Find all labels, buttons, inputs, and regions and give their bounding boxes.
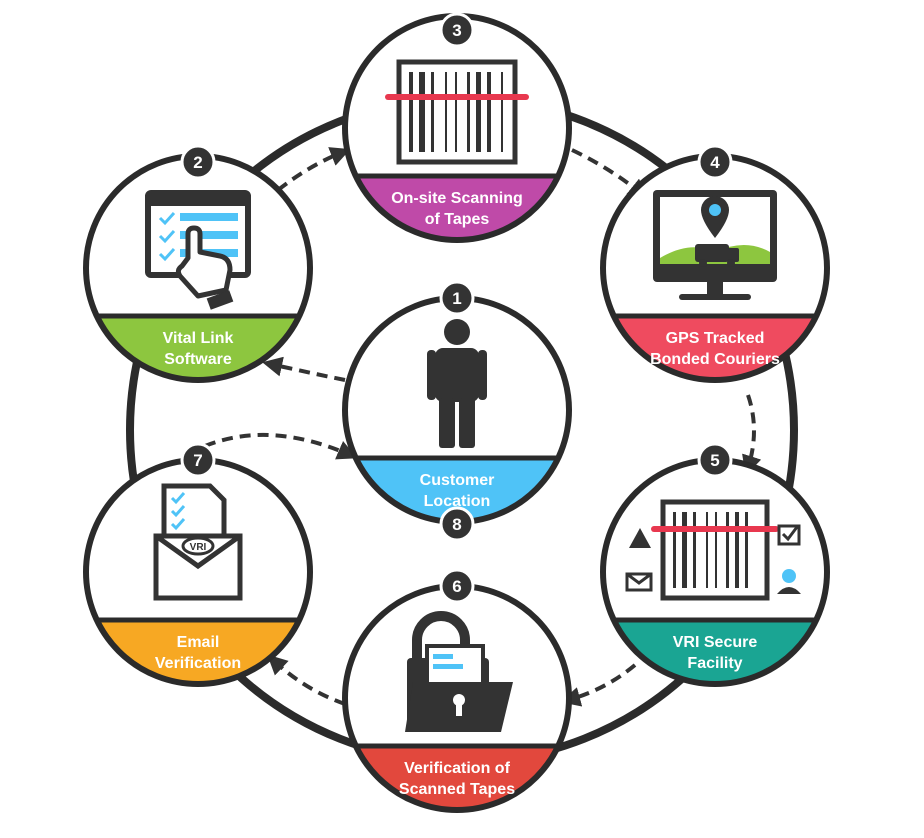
vri-logo-text: VRI [190, 542, 207, 553]
step-label-line: Location [424, 493, 491, 510]
step-number-badge: 1 [439, 280, 475, 316]
step-label: Verification of Scanned Tapes [399, 760, 515, 798]
step-scanning: On-site Scanning of Tapes 3 [342, 12, 572, 243]
step-number: 3 [452, 21, 461, 40]
step-label-line: GPS Tracked [666, 330, 765, 347]
facility-barcode-icon [625, 499, 801, 601]
step-number-end: 8 [452, 515, 461, 534]
step-label-line: On-site Scanning [391, 190, 523, 207]
step-label-line: Software [164, 351, 232, 368]
locked-folder-icon [405, 611, 513, 732]
person-icon [427, 319, 487, 448]
step-number: 4 [710, 153, 720, 172]
step-label-line: Vital Link [163, 330, 234, 347]
step-verifytapes: Verification of Scanned Tapes 6 [342, 568, 572, 813]
step-label: On-site Scanning of Tapes [391, 190, 523, 228]
gps-monitor-icon [653, 190, 777, 300]
step-label-line: Verification of [404, 760, 510, 777]
step-number-badge: 3 [439, 12, 475, 48]
barcode-scan-icon [385, 59, 529, 165]
arrow-gps-to-facility [742, 394, 762, 476]
arrow-customer-to-vitallink [262, 356, 346, 382]
step-label-line: Scanned Tapes [399, 781, 515, 798]
step-label-line: Customer [420, 472, 495, 489]
step-number-badge: 7 [180, 442, 216, 478]
email-envelope-icon [153, 483, 243, 601]
checklist-pointer-icon [145, 190, 251, 310]
step-label-line: Facility [687, 655, 742, 672]
step-number: 1 [452, 289, 461, 308]
step-number-badge-end: 8 [439, 506, 475, 542]
arrow-verifytapes-to-email [267, 654, 346, 706]
step-number: 2 [193, 153, 202, 172]
step-number: 6 [452, 577, 461, 596]
step-label-line: Verification [155, 655, 241, 672]
arrow-vitallink-to-scanning [276, 147, 351, 192]
step-label-line: Bonded Couriers [650, 351, 780, 368]
step-number: 5 [710, 451, 719, 470]
step-number: 7 [193, 451, 202, 470]
step-label-line: Email [177, 634, 220, 651]
step-number-badge: 4 [697, 144, 733, 180]
step-label-line: VRI Secure [673, 634, 758, 651]
step-number-badge: 2 [180, 144, 216, 180]
arrow-facility-to-verifytapes [560, 663, 637, 707]
step-label-line: of Tapes [425, 211, 490, 228]
step-number-badge: 6 [439, 568, 475, 604]
arrow-scanning-to-gps [571, 148, 649, 200]
step-number-badge: 5 [697, 442, 733, 478]
arrow-email-to-customer [204, 432, 358, 460]
